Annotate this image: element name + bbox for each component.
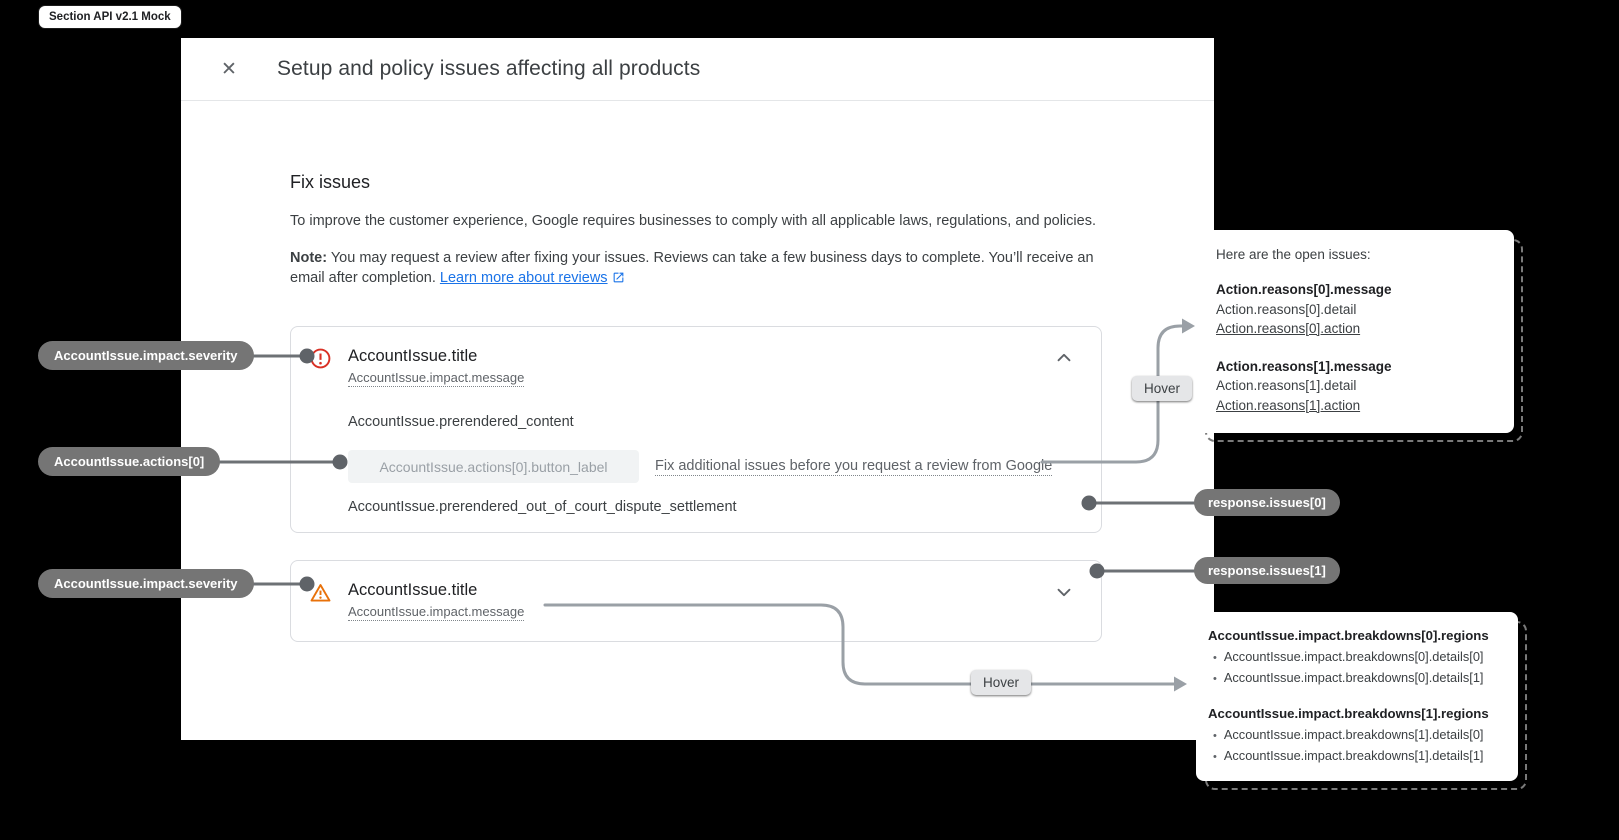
breakdown-detail: AccountIssue.impact.breakdowns[0].detail… [1208,668,1506,689]
breakdown-detail: AccountIssue.impact.breakdowns[0].detail… [1208,647,1506,668]
issue-action-button[interactable]: AccountIssue.actions[0].button_label [348,450,639,483]
issue-card-body: AccountIssue.prerendered_content Account… [291,415,1101,532]
reason-action-link[interactable]: Action.reasons[0].action [1216,321,1361,336]
issues-dialog: ✕ Setup and policy issues affecting all … [181,38,1214,740]
issue-card-header: AccountIssue.title AccountIssue.impact.m… [291,327,1101,387]
issue-card-warning: AccountIssue.title AccountIssue.impact.m… [290,560,1102,642]
error-severity-icon [309,347,332,370]
intro-text: To improve the customer experience, Goog… [290,213,1096,229]
close-icon: ✕ [221,58,237,80]
breakdown-regions: AccountIssue.impact.breakdowns[0].region… [1208,628,1489,643]
issue-card-error: AccountIssue.title AccountIssue.impact.m… [290,326,1102,533]
external-link-icon [612,270,625,290]
reason-group: Action.reasons[0].message Action.reasons… [1216,280,1494,339]
dialog-title: Setup and policy issues affecting all pr… [277,57,701,80]
mock-version-badge: Section API v2.1 Mock [38,5,182,29]
annotation-impact-severity-1: AccountIssue.impact.severity [38,341,254,370]
note-body: You may request a review after fixing yo… [290,250,1094,286]
reason-message: Action.reasons[0].message [1216,282,1392,297]
close-button[interactable]: ✕ [217,57,241,81]
reason-message: Action.reasons[1].message [1216,358,1392,374]
expand-chevron-icon[interactable] [1053,581,1075,608]
collapse-chevron-icon[interactable] [1053,347,1075,374]
action-row: AccountIssue.actions[0].button_label Fix… [348,450,1075,483]
hover-label-1: Hover [1132,376,1193,401]
learn-more-link[interactable]: Learn more about reviews [440,270,625,286]
reason-action-link[interactable]: Action.reasons[1].action [1216,397,1361,413]
prerendered-content: AccountIssue.prerendered_content [348,414,574,430]
fix-additional-issues-link[interactable]: Fix additional issues before you request… [655,457,1053,476]
reason-detail: Action.reasons[1].detail [1216,378,1357,393]
breakdowns-tooltip: AccountIssue.impact.breakdowns[0].region… [1196,612,1527,790]
breakdown-detail: AccountIssue.impact.breakdowns[1].detail… [1208,725,1506,746]
dialog-header: ✕ Setup and policy issues affecting all … [181,38,1214,101]
warning-severity-icon [309,581,332,604]
tooltip-heading: Here are the open issues: [1216,247,1371,262]
annotation-actions-0: AccountIssue.actions[0] [38,447,221,476]
breakdown-detail: AccountIssue.impact.breakdowns[1].detail… [1208,746,1506,767]
breakdown-group: AccountIssue.impact.breakdowns[1].region… [1208,704,1506,767]
open-issues-tooltip: Here are the open issues: Action.reasons… [1196,230,1523,442]
issue-title: AccountIssue.title [348,347,478,365]
annotation-response-issues-0: response.issues[0] [1194,489,1340,516]
reason-group: Action.reasons[1].message Action.reasons… [1216,357,1494,416]
hover-label-2: Hover [971,670,1032,695]
annotation-impact-severity-2: AccountIssue.impact.severity [38,569,254,598]
breakdown-regions: AccountIssue.impact.breakdowns[1].region… [1208,706,1489,721]
breakdown-group: AccountIssue.impact.breakdowns[0].region… [1208,626,1506,689]
impact-message-link[interactable]: AccountIssue.impact.message [348,370,525,387]
dialog-content: Fix issues To improve the customer exper… [290,170,1102,642]
issue-card-header: AccountIssue.title AccountIssue.impact.m… [291,561,1101,641]
impact-message-link[interactable]: AccountIssue.impact.message [348,604,525,621]
note-text: Note: You may request a review after fix… [290,248,1102,290]
annotation-response-issues-1: response.issues[1] [1194,557,1340,584]
note-label: Note: [290,250,328,266]
prerendered-settlement-content: AccountIssue.prerendered_out_of_court_di… [348,499,737,515]
issue-title: AccountIssue.title [348,581,478,599]
reason-detail: Action.reasons[0].detail [1216,301,1357,317]
fix-issues-heading: Fix issues [290,172,371,192]
